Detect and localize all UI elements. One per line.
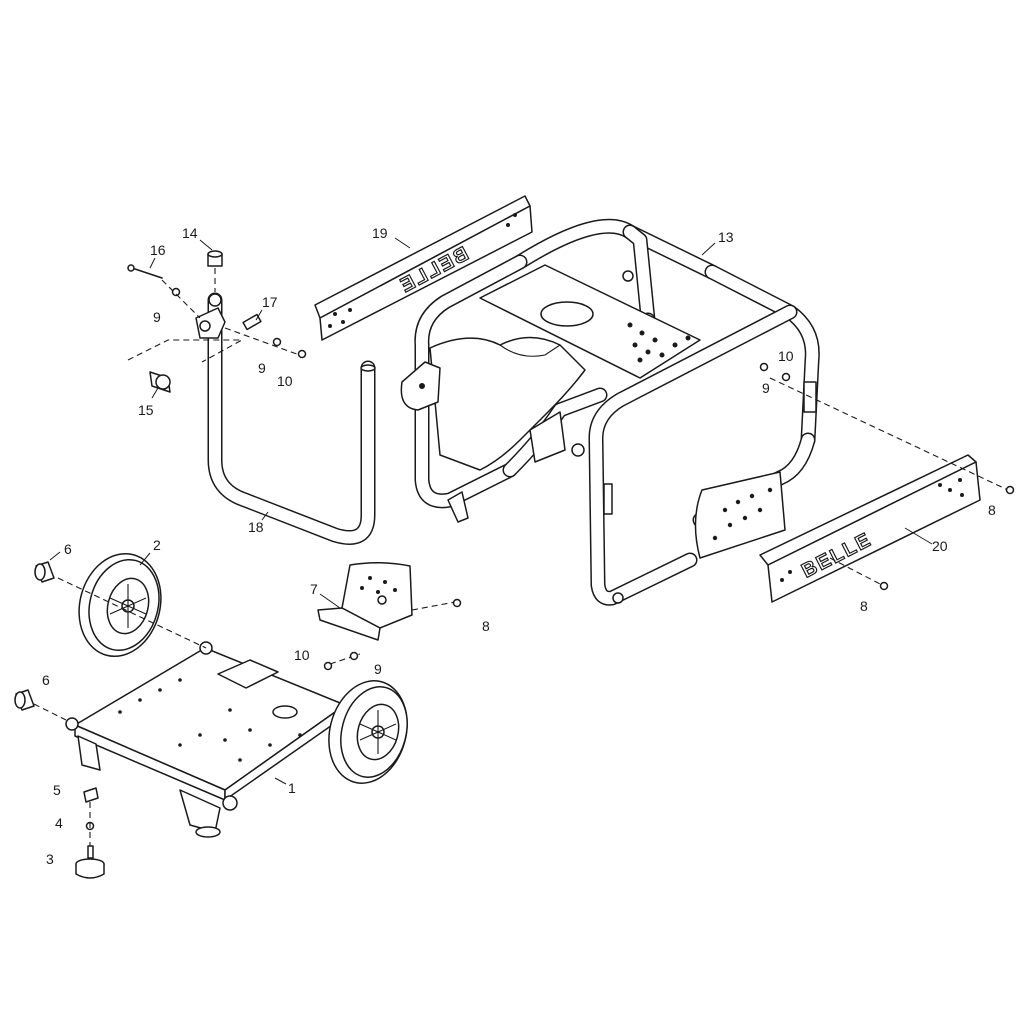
handle-18: [195, 292, 376, 545]
rear-rail-19: BELLE: [314, 195, 533, 341]
foot-hardware: [75, 787, 105, 879]
callout-16: 16: [150, 242, 166, 258]
axle-caps-6: [14, 561, 67, 721]
wheel-left: [78, 552, 162, 658]
plate-holes: [627, 322, 691, 363]
callout-4: 4: [55, 815, 63, 831]
callout-6a: 6: [64, 541, 72, 557]
side-panel-holes: [712, 487, 773, 541]
callout-17: 17: [262, 294, 278, 310]
callout-9d: 9: [762, 380, 770, 396]
callout-10a: 10: [277, 373, 293, 389]
callout-19: 19: [372, 225, 388, 241]
callout-2: 2: [153, 537, 161, 553]
callouts: 1 2 3 4 5 6 6 7 8 8 8 9 9 9 9 10 10 10 1…: [42, 225, 996, 867]
callout-8b: 8: [988, 502, 996, 518]
callout-leaders: [49, 237, 933, 785]
base-holes: [118, 678, 302, 762]
callout-13: 13: [718, 229, 734, 245]
bracket-7: [317, 562, 462, 671]
callout-7: 7: [310, 581, 318, 597]
callout-18: 18: [248, 519, 264, 535]
callout-8c: 8: [860, 598, 868, 614]
main-frame: [400, 218, 820, 606]
callout-15: 15: [138, 402, 154, 418]
callout-9a: 9: [153, 309, 161, 325]
callout-6b: 6: [42, 672, 50, 688]
callout-8a: 8: [482, 618, 490, 634]
handle-hardware: [127, 250, 307, 393]
callout-20: 20: [932, 538, 948, 554]
callout-3: 3: [46, 851, 54, 867]
callout-14: 14: [182, 225, 198, 241]
callout-5: 5: [53, 782, 61, 798]
callout-1: 1: [288, 780, 296, 796]
callout-9b: 9: [258, 360, 266, 376]
base-plate-1: [65, 641, 346, 838]
callout-10b: 10: [294, 647, 310, 663]
callout-9c: 9: [374, 661, 382, 677]
callout-10c: 10: [778, 348, 794, 364]
wheel-right: [328, 680, 408, 784]
